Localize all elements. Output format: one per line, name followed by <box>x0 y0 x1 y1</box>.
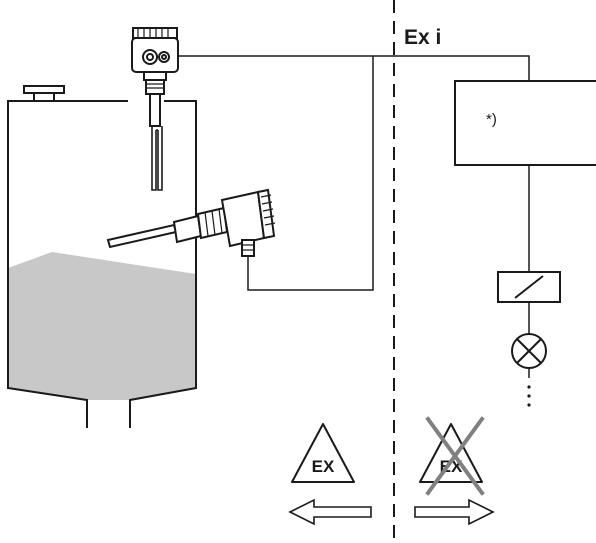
controller-note: *) <box>486 111 497 128</box>
housing-body <box>131 37 179 73</box>
hazard-left-text: EX <box>312 457 335 476</box>
neck <box>143 71 167 81</box>
arrow-right-icon <box>414 498 495 526</box>
continuation-dots <box>527 385 531 407</box>
side-gland <box>241 239 255 257</box>
side-level-switch <box>106 188 276 257</box>
cap-ridges <box>137 28 169 38</box>
cable-gland-2 <box>146 53 154 61</box>
side-cap <box>256 188 276 240</box>
warning-triangle <box>291 423 355 483</box>
tuning-fork <box>151 126 163 191</box>
wire-top-switch <box>178 55 530 81</box>
probe-tube <box>149 93 161 127</box>
side-thread-lines <box>204 208 223 237</box>
controller-box: *) <box>454 80 596 166</box>
fill-level <box>8 252 196 400</box>
hazard-allowed: EX <box>288 423 372 526</box>
thread-lines <box>146 83 164 89</box>
tank <box>7 85 197 428</box>
wiring <box>178 55 530 378</box>
thread <box>145 79 165 95</box>
wire-side-switch <box>247 56 374 291</box>
relay-coil <box>497 271 561 303</box>
cable-gland-4 <box>161 54 167 60</box>
probe-rod <box>106 223 178 249</box>
side-cap-ridges <box>260 194 276 226</box>
signal-lamp <box>511 333 547 369</box>
cable-gland-3 <box>158 51 170 63</box>
side-housing <box>220 190 266 248</box>
zone-label: Ex i <box>404 26 441 49</box>
tank-nozzle <box>23 85 65 102</box>
side-gland-lines <box>242 244 254 251</box>
hazard-forbidden: EX <box>414 416 495 526</box>
housing-cap <box>132 27 178 39</box>
cable-gland-1 <box>142 49 158 65</box>
top-level-switch <box>131 27 179 191</box>
arrow-left-icon <box>288 498 372 526</box>
cross-out-icon <box>425 416 485 496</box>
